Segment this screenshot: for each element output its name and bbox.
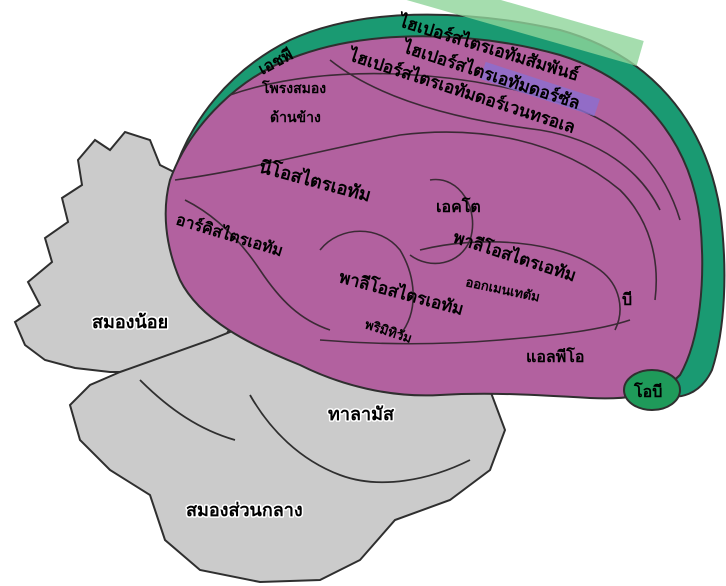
label-midbrain: สมองส่วนกลาง [186,500,303,521]
label-b: บี [622,290,632,309]
label-thalamus: ทาลามัส [328,404,395,425]
label-ectostriatum: เอคโต [436,196,481,216]
label-lateral-septum-line1: โพรงสมอง [261,79,326,97]
label-lateral-septum-line2: ด้านข้าง [270,110,321,126]
label-cerebellum: สมองน้อย [92,312,168,333]
label-ob: โอบี [633,381,662,401]
label-lpo: แอลพีโอ [526,346,584,366]
